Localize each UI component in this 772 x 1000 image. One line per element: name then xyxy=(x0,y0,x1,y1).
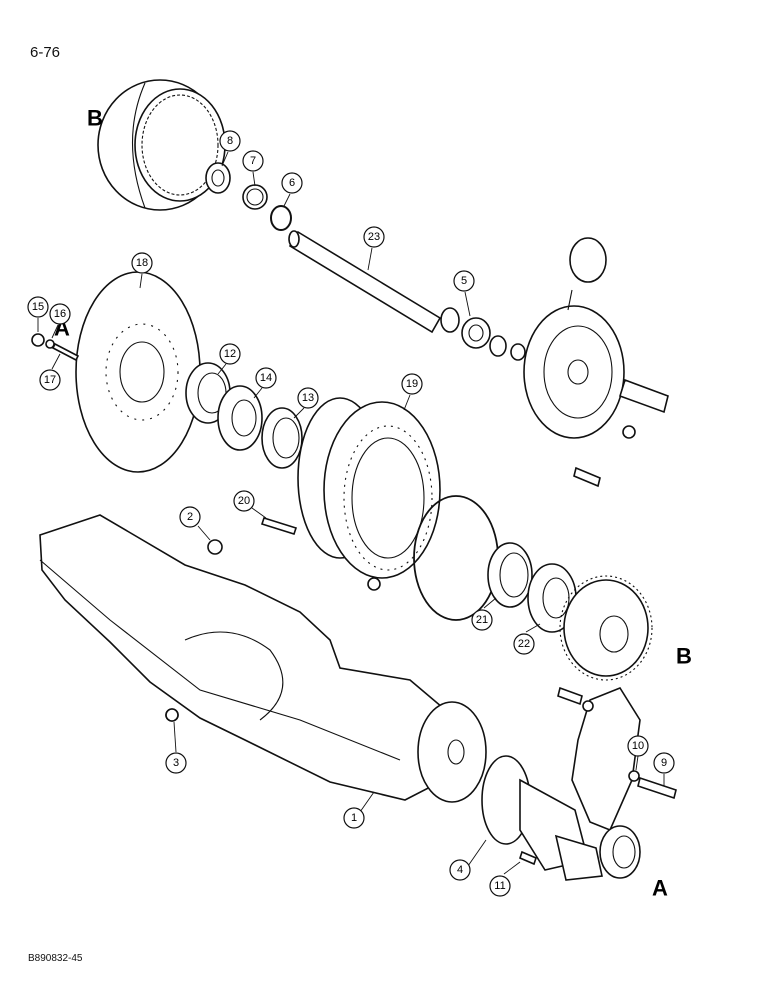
axle-shaft xyxy=(288,230,442,334)
large-snap-ring xyxy=(413,495,499,621)
wheel-hub xyxy=(297,397,441,591)
svg-text:3: 3 xyxy=(173,757,179,769)
callout-10: 10 xyxy=(627,735,649,771)
callout-17: 17 xyxy=(39,353,61,391)
callout-7: 7 xyxy=(242,150,264,187)
callout-5: 5 xyxy=(453,270,475,317)
svg-text:7: 7 xyxy=(250,155,256,167)
ref-letter-b-top: B xyxy=(87,106,103,131)
wheel-bolt xyxy=(260,517,298,535)
callout-8: 8 xyxy=(219,130,241,167)
svg-text:1: 1 xyxy=(351,812,357,824)
snap-ring-6 xyxy=(270,205,292,231)
callout-1: 1 xyxy=(343,791,375,829)
callout-13: 13 xyxy=(293,387,319,419)
brake-disc xyxy=(75,271,201,473)
svg-text:10: 10 xyxy=(632,740,644,752)
callout-23: 23 xyxy=(363,226,385,271)
callout-15: 15 xyxy=(27,296,49,332)
bolt-assembly xyxy=(31,333,80,362)
lock-nut xyxy=(205,162,231,194)
callout-22: 22 xyxy=(513,623,541,655)
svg-text:15: 15 xyxy=(32,301,44,313)
svg-text:21: 21 xyxy=(476,614,488,626)
bearing-cone-14 xyxy=(217,385,263,451)
oil-seal xyxy=(599,825,641,879)
ref-letter-b-bottom: B xyxy=(676,644,692,669)
callout-14: 14 xyxy=(253,367,277,399)
callout-6: 6 xyxy=(281,172,303,207)
svg-text:11: 11 xyxy=(494,880,505,892)
svg-text:19: 19 xyxy=(406,378,418,390)
ring-gear xyxy=(97,79,226,211)
bearing-cup-13 xyxy=(261,407,303,469)
svg-text:5: 5 xyxy=(461,275,467,287)
planetary-hub xyxy=(523,237,669,488)
spur-gear xyxy=(559,575,653,681)
callout-21: 21 xyxy=(471,597,497,631)
callout-9: 9 xyxy=(653,752,675,786)
svg-text:2: 2 xyxy=(187,511,193,523)
callout-4: 4 xyxy=(449,839,487,881)
svg-text:6: 6 xyxy=(289,177,295,189)
svg-text:8: 8 xyxy=(227,135,233,147)
callout-18: 18 xyxy=(131,252,153,289)
callout-11: 11 xyxy=(489,861,521,897)
svg-text:9: 9 xyxy=(661,757,667,769)
svg-text:17: 17 xyxy=(44,374,56,386)
svg-text:23: 23 xyxy=(368,231,380,243)
bearing-5 xyxy=(440,307,526,361)
callout-12: 12 xyxy=(217,343,241,375)
page-number: 6-76 xyxy=(30,44,61,61)
retaining-ring-7 xyxy=(242,184,268,210)
svg-text:12: 12 xyxy=(224,348,236,360)
callout-19: 19 xyxy=(401,373,423,411)
spindle xyxy=(481,755,603,881)
svg-text:13: 13 xyxy=(302,392,314,404)
svg-text:4: 4 xyxy=(457,864,463,876)
axle-housing xyxy=(39,514,487,803)
svg-text:14: 14 xyxy=(260,372,272,384)
drain-plug xyxy=(165,708,179,722)
callout-20: 20 xyxy=(233,490,267,519)
bearing-cup-21 xyxy=(487,542,533,608)
svg-text:20: 20 xyxy=(238,495,250,507)
svg-text:22: 22 xyxy=(518,638,530,650)
ref-letter-a-bottom: A xyxy=(652,876,668,901)
callout-3: 3 xyxy=(165,721,187,774)
callout-2: 2 xyxy=(179,506,211,541)
figure-code: B890832-45 xyxy=(28,953,83,964)
svg-text:18: 18 xyxy=(136,257,148,269)
svg-text:16: 16 xyxy=(54,308,66,320)
callout-16: 16 xyxy=(49,303,71,339)
